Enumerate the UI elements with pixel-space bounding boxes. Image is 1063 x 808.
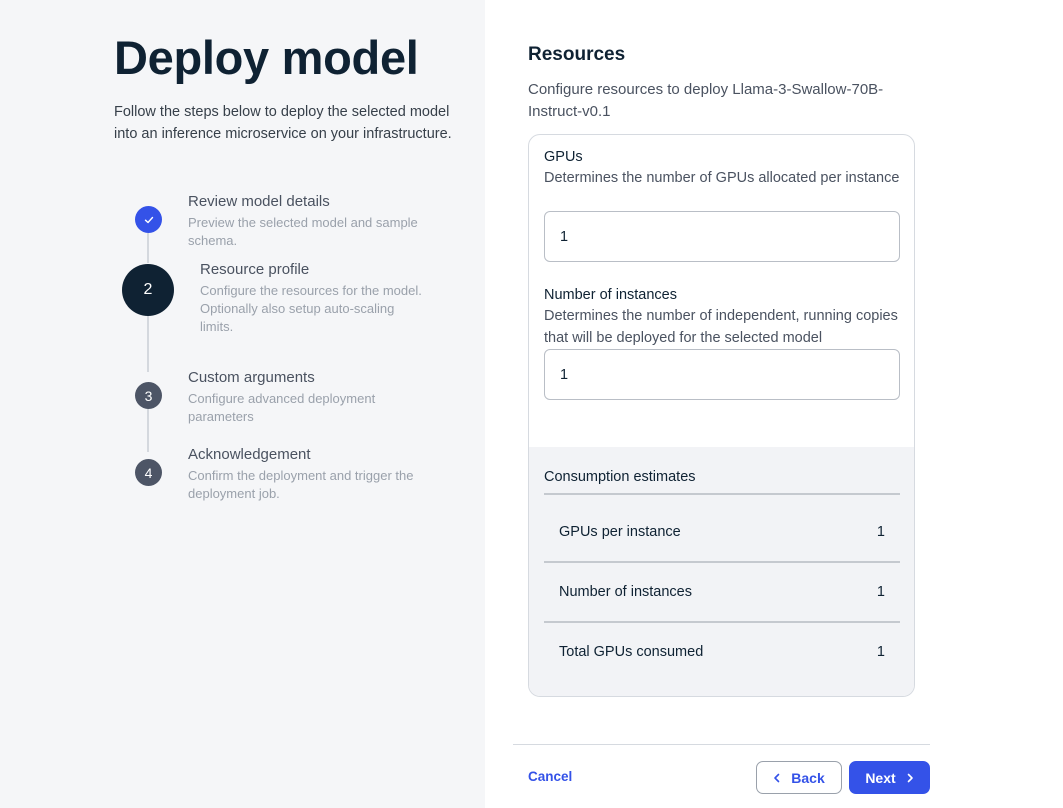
estimates-title: Consumption estimates bbox=[544, 469, 696, 485]
stepper-connector bbox=[147, 408, 149, 452]
stepper-connector bbox=[147, 316, 149, 372]
estimate-value: 1 bbox=[876, 584, 885, 600]
step-3-indicator: 3 bbox=[135, 382, 162, 409]
chevron-left-icon bbox=[773, 773, 781, 783]
instances-input[interactable] bbox=[544, 349, 900, 400]
estimate-label: Number of instances bbox=[559, 584, 692, 600]
left-panel bbox=[0, 0, 485, 808]
gpus-label: GPUs bbox=[544, 149, 583, 165]
estimate-label: GPUs per instance bbox=[559, 524, 681, 540]
gpus-help-text: Determines the number of GPUs allocated … bbox=[544, 170, 900, 186]
step-1-check-icon bbox=[135, 206, 162, 233]
footer-divider bbox=[513, 744, 930, 745]
step-3-title: Custom arguments bbox=[188, 369, 315, 386]
cancel-button[interactable]: Cancel bbox=[528, 769, 573, 784]
step-2-indicator: 2 bbox=[122, 264, 174, 316]
divider bbox=[544, 621, 900, 623]
step-1-title: Review model details bbox=[188, 193, 330, 210]
step-4-subtitle: Confirm the deployment and trigger the d… bbox=[188, 468, 414, 501]
instances-help-text: Determines the number of independent, ru… bbox=[544, 308, 898, 346]
estimate-label: Total GPUs consumed bbox=[559, 644, 704, 660]
gpus-input[interactable] bbox=[544, 211, 900, 262]
stepper-connector bbox=[147, 233, 149, 263]
resources-description: Configure resources to deploy Llama-3-Sw… bbox=[528, 81, 884, 120]
resources-title: Resources bbox=[528, 44, 626, 65]
back-label: Back bbox=[791, 769, 825, 786]
estimate-row-gpus-per-instance: GPUs per instance 1 bbox=[544, 503, 900, 561]
step-1-subtitle: Preview the selected model and sample sc… bbox=[188, 215, 418, 248]
divider bbox=[544, 561, 900, 563]
estimate-row-total-gpus: Total GPUs consumed 1 bbox=[544, 623, 900, 681]
instances-label: Number of instances bbox=[544, 287, 677, 303]
resources-card: GPUs Determines the number of GPUs alloc… bbox=[528, 134, 915, 697]
back-button[interactable]: Back bbox=[756, 761, 842, 794]
step-3-subtitle: Configure advanced deployment parameters bbox=[188, 391, 376, 424]
step-2-subtitle: Configure the resources for the model. O… bbox=[200, 283, 422, 334]
estimate-value: 1 bbox=[876, 644, 885, 660]
page-title: Deploy model bbox=[114, 31, 419, 84]
step-4-indicator: 4 bbox=[135, 459, 162, 486]
estimate-value: 1 bbox=[876, 524, 885, 540]
next-label: Next bbox=[865, 769, 896, 786]
consumption-estimates: Consumption estimates GPUs per instance … bbox=[529, 447, 914, 696]
step-4-title: Acknowledgement bbox=[188, 446, 311, 463]
chevron-right-icon bbox=[906, 773, 914, 783]
page-description: Follow the steps below to deploy the sel… bbox=[114, 104, 452, 142]
divider bbox=[544, 493, 900, 495]
step-2-title: Resource profile bbox=[200, 261, 310, 278]
check-icon bbox=[144, 216, 153, 223]
next-button[interactable]: Next bbox=[849, 761, 930, 794]
estimate-row-number-of-instances: Number of instances 1 bbox=[544, 563, 900, 621]
